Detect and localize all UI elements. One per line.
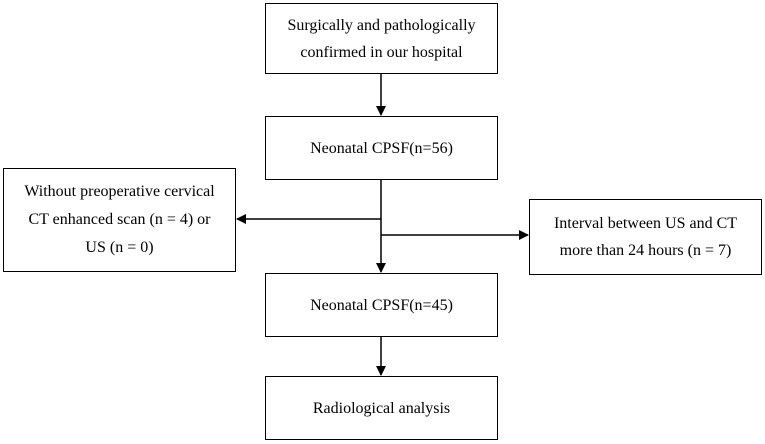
node-label-line: Neonatal CPSF(n=56) bbox=[310, 139, 453, 157]
node-label-line: more than 24 hours (n = 7) bbox=[559, 242, 732, 259]
node-neonatal-cpsf-56: Neonatal CPSF(n=56) bbox=[265, 116, 498, 180]
node-exclusion-no-ct-us: Without preoperative cervical CT enhance… bbox=[3, 168, 236, 272]
node-label-line: US (n = 0) bbox=[85, 239, 154, 256]
node-surgically-confirmed: Surgically and pathologically confirmed … bbox=[265, 3, 498, 74]
node-label-line: Interval between US and CT bbox=[553, 215, 738, 232]
node-label-line: Radiological analysis bbox=[312, 399, 451, 417]
node-radiological-analysis: Radiological analysis bbox=[265, 376, 498, 440]
node-exclusion-interval: Interval between US and CT more than 24 … bbox=[529, 199, 762, 275]
node-label-line: Neonatal CPSF(n=45) bbox=[310, 296, 453, 314]
node-label-line: Without preoperative cervical bbox=[24, 183, 215, 200]
node-label-line: CT enhanced scan (n = 4) or bbox=[28, 211, 211, 228]
node-label-line: confirmed in our hospital bbox=[300, 43, 463, 61]
node-label-line: Surgically and pathologically bbox=[287, 16, 476, 34]
node-neonatal-cpsf-45: Neonatal CPSF(n=45) bbox=[265, 273, 498, 337]
